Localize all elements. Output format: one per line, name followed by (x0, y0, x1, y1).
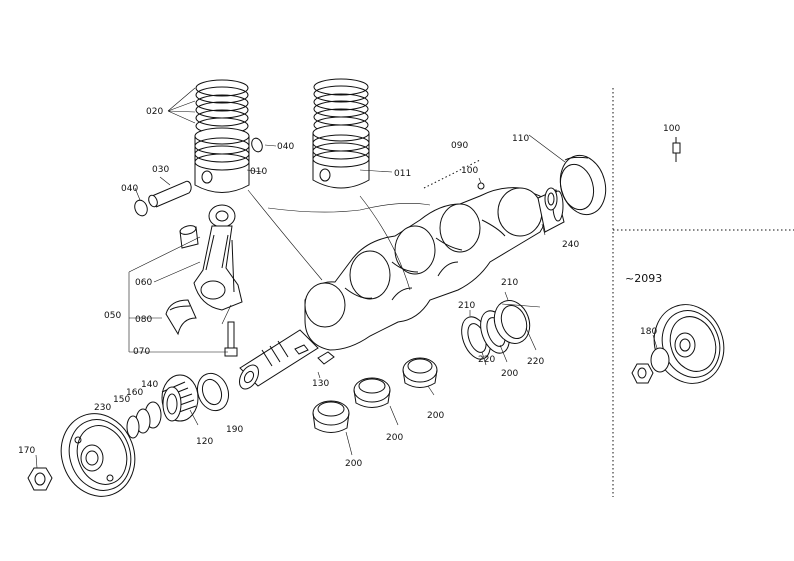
label-210-b: 210 (501, 278, 518, 288)
label-240: 240 (562, 240, 579, 250)
label-160: 160 (126, 388, 143, 398)
crankshaft (239, 187, 565, 390)
piston-010 (194, 79, 250, 193)
part-labels: 020 040 010 011 030 040 090 100 110 100 … (18, 107, 680, 469)
label-2093: ~2093 (625, 272, 662, 285)
label-070: 070 (133, 347, 150, 357)
leader-lines (35, 87, 658, 469)
label-140: 140 (141, 380, 158, 390)
label-130: 130 (312, 379, 329, 389)
label-050: 050 (104, 311, 121, 321)
label-230: 230 (94, 403, 111, 413)
label-200-a: 200 (501, 369, 518, 379)
label-220-b: 220 (527, 357, 544, 367)
label-180: 180 (640, 327, 657, 337)
label-200-b: 200 (427, 411, 444, 421)
label-170: 170 (18, 446, 35, 456)
label-200-d: 200 (345, 459, 362, 469)
fitting-100-detail (672, 137, 681, 162)
bearing-shell-080 (165, 299, 197, 336)
label-190: 190 (226, 425, 243, 435)
key-130 (317, 351, 335, 365)
circlip-040-right (251, 137, 263, 153)
label-110: 110 (512, 134, 529, 144)
label-120: 120 (196, 437, 213, 447)
label-030: 030 (152, 165, 169, 175)
label-210-a: 210 (458, 301, 475, 311)
small-end-bushing (179, 225, 199, 249)
ring-190 (196, 372, 230, 412)
main-bearing-200-a (402, 357, 438, 388)
thrust-ring-220 (493, 300, 531, 344)
label-010: 010 (250, 167, 267, 177)
connecting-rod-060 (193, 204, 243, 311)
label-220-a: 220 (478, 355, 495, 365)
label-040-left: 040 (121, 184, 138, 194)
plug-100 (477, 182, 485, 190)
key-small (294, 344, 309, 355)
piston-pin-030 (148, 180, 192, 208)
label-080: 080 (135, 315, 152, 325)
seal-240 (544, 187, 558, 211)
label-011: 011 (394, 169, 411, 179)
oil-seal-110 (559, 154, 607, 216)
variant-pulley-2093 (653, 304, 725, 384)
label-040-right: 040 (277, 142, 294, 152)
label-020: 020 (146, 107, 163, 117)
label-090: 090 (451, 141, 468, 151)
main-bearing-200-c (312, 400, 350, 433)
variant-nut (631, 363, 654, 384)
rod-bolt-070 (224, 321, 238, 357)
label-200-c: 200 (386, 433, 403, 443)
circlip-040-left (134, 199, 148, 217)
washer-180 (650, 347, 670, 373)
nut-170 (27, 467, 53, 491)
crank-pulley-230 (60, 413, 136, 497)
label-100-detail: 100 (663, 124, 680, 134)
label-100: 100 (461, 166, 478, 176)
gear-120 (161, 374, 199, 422)
label-060: 060 (135, 278, 152, 288)
washer-150 (126, 415, 140, 439)
piston-011 (312, 78, 370, 189)
main-bearing-200-b (353, 377, 391, 408)
label-150: 150 (113, 395, 130, 405)
